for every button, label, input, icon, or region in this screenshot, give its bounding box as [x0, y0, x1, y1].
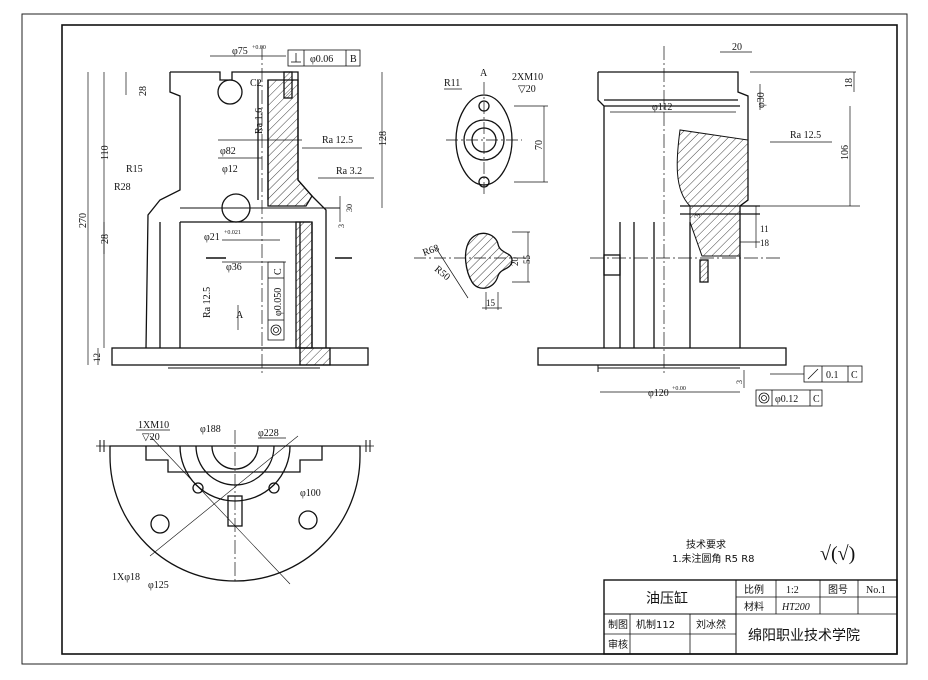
title-block [603, 579, 898, 655]
dim-phi36: φ36 [226, 262, 242, 273]
bottom-half-view [96, 430, 376, 585]
runout-value: 0.1 [826, 370, 839, 381]
dim-ra125-mid: Ra 12.5 [322, 135, 353, 146]
dim-110: 110 [100, 145, 111, 160]
dim-phi100: φ100 [300, 488, 321, 499]
dim-28-mid: 28 [100, 234, 111, 244]
dim-70: 70 [534, 140, 545, 150]
dim-270: 270 [78, 213, 89, 228]
dim-phi12: φ12 [222, 164, 238, 175]
school-name: 绵阳职业技术学院 [748, 627, 860, 644]
dim-15: 15 [486, 298, 496, 308]
dim-18-side: 18 [760, 238, 770, 248]
runout-datum: C [851, 370, 858, 381]
dim-20-top: 20 [732, 42, 742, 53]
dim-r11: R11 [444, 78, 460, 89]
roughness-symbol: √(√) [820, 543, 855, 565]
view-a-arrow-label: A [236, 310, 244, 321]
part-name: 油压缸 [646, 590, 688, 607]
outer-border [21, 13, 908, 665]
dim-28-top: 28 [138, 86, 149, 96]
dim-phi30: φ30 [756, 92, 767, 108]
dim-18-top: 18 [844, 78, 855, 88]
gt3-datum: C [813, 394, 820, 405]
gt1-datum: B [350, 54, 357, 65]
dim-phi188: φ188 [200, 424, 221, 435]
runout-tolerance-frame [770, 365, 863, 383]
front-section-view [111, 46, 369, 376]
tech-req-line1: 1.未注圆角 R5 R8 [672, 552, 755, 565]
removed-section [414, 231, 530, 310]
dim-ra32: Ra 3.2 [336, 166, 362, 177]
dim-3: 3 [337, 224, 346, 228]
gt3-value: φ0.12 [775, 394, 798, 405]
dim-2xm10-depth: ▽20 [518, 84, 536, 95]
dim-3-bottom: 3 [735, 380, 744, 384]
view-a-flange [446, 82, 548, 196]
concentricity-tolerance-frame [755, 389, 823, 407]
inner-border [61, 24, 898, 655]
class-value: 机制112 [636, 618, 675, 631]
dim-1xm10: 1XM10 [138, 420, 169, 431]
checked-label: 审核 [608, 638, 628, 651]
dim-1xphi18: 1Xφ18 [112, 572, 140, 583]
dim-106: 106 [840, 145, 851, 160]
drawing-no: No.1 [866, 585, 886, 596]
dim-phi21-tol: +0.021 [224, 230, 241, 236]
view-a-title: A [480, 68, 488, 79]
side-section-view [537, 46, 787, 376]
dim-3-side: 3 [693, 214, 702, 218]
front-view-dimensions [87, 55, 383, 365]
geometric-tolerance-frame-1 [287, 49, 361, 67]
dim-phi75-tol: +0.00 [252, 45, 266, 51]
dim-phi82: φ82 [220, 146, 236, 157]
dim-phi125: φ125 [148, 580, 169, 591]
scale-value: 1:2 [786, 585, 799, 596]
side-view-dimensions [600, 51, 860, 393]
dim-ra16: Ra 1.6 [254, 108, 265, 134]
dim-1xm10-depth: ▽20 [142, 432, 160, 443]
dim-phi228: φ228 [258, 428, 279, 439]
dim-ra125-right: Ra 12.5 [790, 130, 821, 141]
drawer-name: 刘冰然 [696, 618, 726, 631]
drawing-no-label: 图号 [828, 584, 848, 596]
dim-11: 11 [760, 224, 769, 234]
dim-55: 55 [522, 255, 532, 265]
dim-2xm10: 2XM10 [512, 72, 543, 83]
dim-r28: R28 [114, 182, 131, 193]
tech-req-heading: 技术要求 [686, 538, 726, 551]
dim-ra125-left: Ra 12.5 [202, 287, 213, 318]
dim-30: 30 [345, 204, 354, 212]
dim-r68: R68 [421, 243, 440, 259]
dim-r15: R15 [126, 164, 143, 175]
dim-phi21: φ21 [204, 232, 220, 243]
dim-phi75: φ75 [232, 46, 248, 57]
gt1-value: φ0.06 [310, 54, 333, 65]
geometric-tolerance-frame-2 [267, 261, 285, 341]
gt2-value: φ0.050 [273, 288, 284, 316]
dim-r50: R50 [432, 264, 452, 283]
dim-c2: C2 [250, 78, 262, 89]
material-value: HT200 [781, 602, 810, 613]
drawn-label: 制图 [608, 618, 628, 631]
dim-phi120-tol: +0.00 [672, 386, 686, 392]
dim-12: 12 [92, 353, 102, 362]
dim-128: 128 [378, 131, 389, 146]
scale-label: 比例 [744, 583, 764, 596]
material-label: 材料 [744, 600, 764, 613]
gt2-datum: C [273, 268, 284, 275]
dim-phi112: φ112 [652, 102, 672, 113]
dim-phi120: φ120 [648, 388, 669, 399]
dim-20: 20 [510, 257, 520, 267]
